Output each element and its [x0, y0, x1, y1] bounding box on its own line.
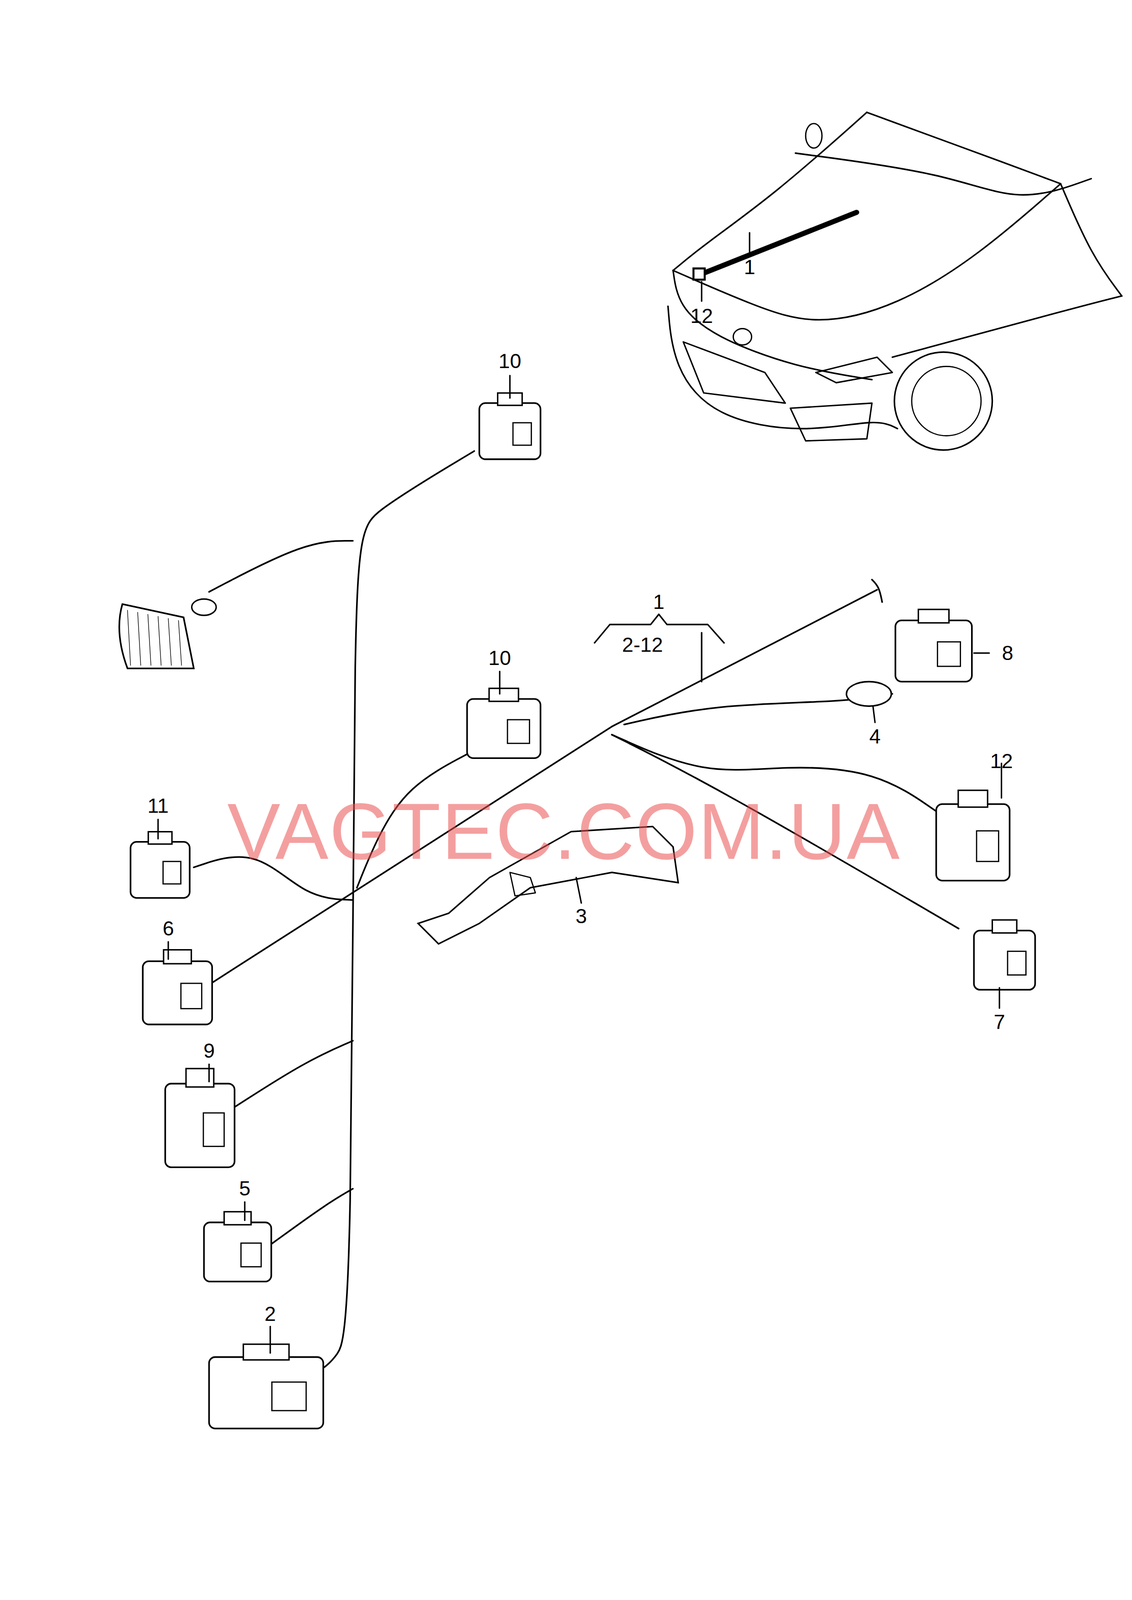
trunk-wire: [324, 450, 475, 1367]
wheel: [894, 351, 993, 450]
car-outline: [866, 112, 1061, 184]
wire: [270, 1188, 353, 1245]
leader-line: [269, 1325, 271, 1353]
car-outline: [667, 305, 898, 429]
callout-number: 8: [1002, 642, 1014, 663]
lamp-lens: [168, 618, 172, 666]
grille: [790, 403, 873, 441]
leader-line: [509, 375, 511, 398]
car-outline: [672, 270, 872, 380]
leader-line: [749, 232, 751, 255]
multi-pin-connector: [936, 790, 1010, 881]
leader-line: [873, 705, 875, 723]
callout-number: 1: [744, 257, 756, 278]
plug-connector: [203, 1211, 272, 1282]
callout-number: 11: [147, 795, 169, 817]
leader-line: [700, 281, 703, 302]
harness-highlight: [697, 212, 857, 276]
watermark: VAGTEC.COM.UA: [227, 791, 901, 871]
leader-line: [700, 632, 703, 682]
lamp-lens: [147, 614, 151, 666]
lamp-lens: [178, 620, 182, 665]
callout-number: 3: [575, 905, 588, 926]
callout-number: 9: [203, 1040, 215, 1061]
leader-line: [167, 941, 170, 959]
harness-end: [872, 579, 883, 602]
bulb-socket: [191, 598, 217, 616]
grommet: [846, 681, 892, 707]
callout-number: 10: [498, 351, 522, 372]
car-outline: [892, 295, 1122, 357]
multi-pin-connector: [165, 1068, 235, 1167]
leader-line: [499, 671, 501, 694]
leader-line: [973, 651, 990, 654]
group-range: 2-12: [622, 634, 664, 655]
leader-line: [157, 819, 159, 839]
callout-number: 4: [869, 726, 881, 747]
car-outline: [1060, 183, 1122, 296]
callout-number: 6: [162, 917, 175, 939]
callout-number: 10: [488, 647, 512, 668]
mirror: [805, 123, 822, 149]
plug-connector: [142, 949, 212, 1024]
side-marker-lamp: [119, 604, 194, 669]
leader-line: [208, 1063, 210, 1081]
plug-connector: [467, 687, 541, 758]
plug-connector: [479, 392, 541, 460]
wheel: [911, 366, 982, 436]
lamp-lens: [137, 611, 141, 665]
main-harness: [209, 589, 878, 985]
bracket-clip: [509, 872, 536, 896]
headlight: [816, 356, 893, 383]
car-outline: [795, 153, 1092, 195]
leader-line: [576, 877, 582, 903]
callout-number: 12: [690, 305, 714, 327]
plug-connector: [973, 919, 1035, 990]
callout-number: 5: [238, 1178, 251, 1199]
callout-number: 7: [993, 1011, 1006, 1033]
relay-connector: [209, 1343, 324, 1428]
leader-line: [998, 987, 1001, 1008]
car-outline: [672, 183, 1061, 320]
connector-mark: [693, 268, 705, 280]
wire: [234, 1040, 353, 1107]
callout-number: 1: [653, 591, 665, 612]
badge: [733, 328, 752, 346]
leader-line: [243, 1201, 246, 1220]
lamp-lens: [127, 609, 131, 666]
grille: [683, 341, 786, 404]
plug-connector: [130, 831, 190, 898]
lamp-lens: [158, 615, 162, 665]
callout-number: 12: [990, 750, 1014, 771]
callout-number: 2: [264, 1303, 276, 1324]
plug-connector: [895, 609, 972, 682]
wire: [209, 540, 353, 592]
